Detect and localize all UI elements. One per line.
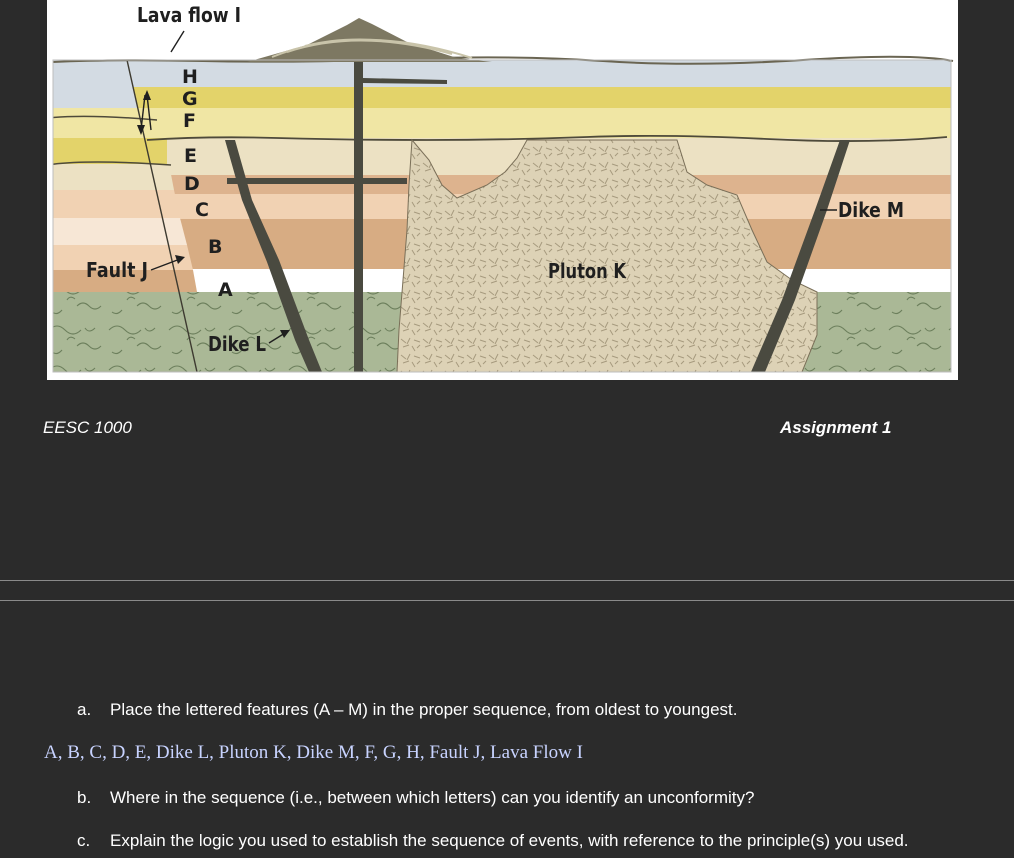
label-a: A [218,279,233,301]
question-c-letter: c. [77,831,91,850]
lava-sill [363,78,447,84]
fault-j-pointer [150,258,181,271]
layer-g [53,87,951,109]
course-code: EESC 1000 [43,418,132,437]
dike-l-sill [227,178,407,184]
layer-f [53,108,951,138]
question-c-text: Explain the logic you used to establish … [110,831,909,850]
label-dike-l: Dike L [208,332,266,356]
label-dike-m: Dike M [838,198,904,222]
label-pluton-k: Pluton K [548,259,627,283]
lava-flow-pointer [170,30,185,53]
fault-arrow-down [140,94,146,131]
layer-e [53,138,951,176]
label-h: H [182,66,198,88]
label-fault-j: Fault J [86,258,148,282]
label-g: G [182,88,198,110]
question-a-text: Place the lettered features (A – M) in t… [110,700,738,719]
label-b: B [208,236,222,258]
label-lava-flow: Lava flow I [137,3,241,27]
answer-a: A, B, C, D, E, Dike L, Pluton K, Dike M,… [44,742,583,763]
fault-j-line [126,60,198,372]
pluton-k [396,138,818,372]
label-e: E [184,145,197,167]
layer-h [53,60,951,90]
fault-arrow-up [146,94,152,131]
question-a-letter: a. [77,700,92,719]
question-b-text: Where in the sequence (i.e., between whi… [110,788,755,807]
assignment-title: Assignment 1 [780,418,892,437]
dike-m [751,140,850,372]
feeder-dike [354,60,363,372]
label-d: D [184,173,200,195]
question-b-letter: b. [77,788,92,807]
cross-section-svg: Lava flow I H G F E D C B A Fault J Dike… [52,3,954,373]
divider-top [0,580,1014,581]
geologic-cross-section: Lava flow I H G F E D C B A Fault J Dike… [47,0,958,380]
label-f: F [183,110,196,132]
label-c: C [195,199,209,221]
divider-bottom [0,600,1014,601]
dike-l [225,140,322,372]
